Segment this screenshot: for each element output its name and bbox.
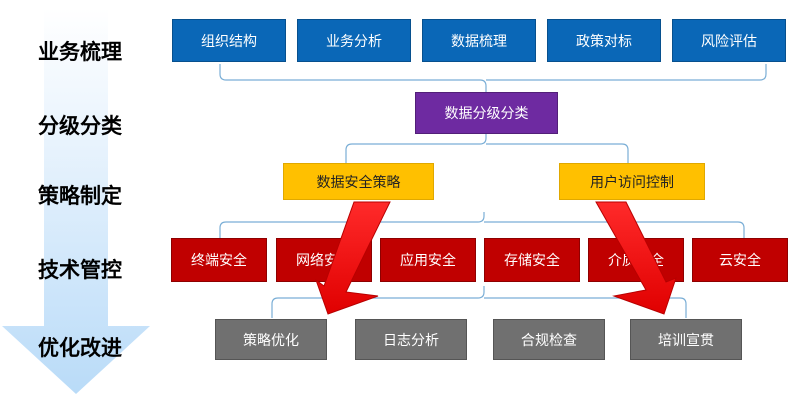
connector-controls-to-optimizations: [271, 286, 687, 318]
optimization-box-training: 培训宣贯: [630, 319, 742, 360]
control-box-endpoint: 终端安全: [171, 238, 267, 282]
control-box-media: 介质安全: [588, 238, 684, 282]
business-box-risk-assessment: 风险评估: [672, 19, 786, 62]
optimization-box-compliance: 合规检查: [493, 319, 605, 360]
business-box-data-sorting: 数据梳理: [422, 19, 536, 62]
stage-progress-arrow: [2, 8, 150, 394]
connector-classification-to-strategies: [345, 134, 629, 164]
stage-label-classification: 分级分类: [38, 114, 122, 138]
stage-label-strategy: 策略制定: [38, 184, 122, 208]
classification-box: 数据分级分类: [415, 92, 558, 134]
stage-label-technical-control: 技术管控: [38, 258, 122, 282]
business-box-policy-benchmark: 政策对标: [547, 19, 661, 62]
control-box-application: 应用安全: [380, 238, 476, 282]
control-box-cloud: 云安全: [692, 238, 788, 282]
control-box-storage: 存储安全: [484, 238, 580, 282]
connector-business-to-classification: [219, 64, 767, 92]
control-box-network: 网络安全: [276, 238, 372, 282]
connector-lines: [219, 64, 767, 318]
strategy-box-data-security: 数据安全策略: [283, 163, 434, 200]
optimization-box-log-analysis: 日志分析: [355, 319, 467, 360]
business-box-org-structure: 组织结构: [172, 19, 286, 62]
connector-strategies-to-controls: [219, 212, 745, 238]
optimization-box-strategy: 策略优化: [215, 319, 327, 360]
strategy-box-user-access: 用户访问控制: [559, 163, 705, 200]
stage-label-optimization: 优化改进: [38, 336, 122, 360]
stage-label-business-sorting: 业务梳理: [38, 40, 122, 64]
business-box-business-analysis: 业务分析: [297, 19, 411, 62]
